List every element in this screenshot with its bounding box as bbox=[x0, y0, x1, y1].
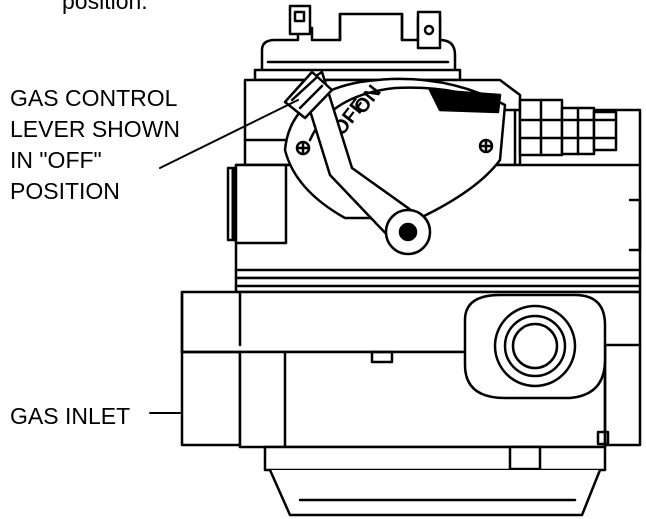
lever-leader-line bbox=[159, 99, 299, 169]
lever-callout-line-2: LEVER SHOWN bbox=[10, 116, 180, 142]
bottom-cover bbox=[263, 445, 607, 517]
top-terminals bbox=[253, 4, 462, 82]
collar-band bbox=[234, 276, 642, 294]
gas-inlet-label: GAS INLET bbox=[10, 403, 131, 429]
gas-control-lever[interactable] bbox=[283, 70, 432, 256]
lever-callout-line-3: IN "OFF" bbox=[10, 147, 102, 173]
lever-callout-line-4: POSITION bbox=[10, 178, 120, 204]
lever-callout-label: GAS CONTROL LEVER SHOWN IN "OFF" POSITIO… bbox=[10, 84, 180, 208]
top-note-text: position. bbox=[62, 0, 148, 14]
gas-inlet-port bbox=[463, 293, 607, 400]
lever-callout-line-1: GAS CONTROL bbox=[10, 85, 178, 111]
